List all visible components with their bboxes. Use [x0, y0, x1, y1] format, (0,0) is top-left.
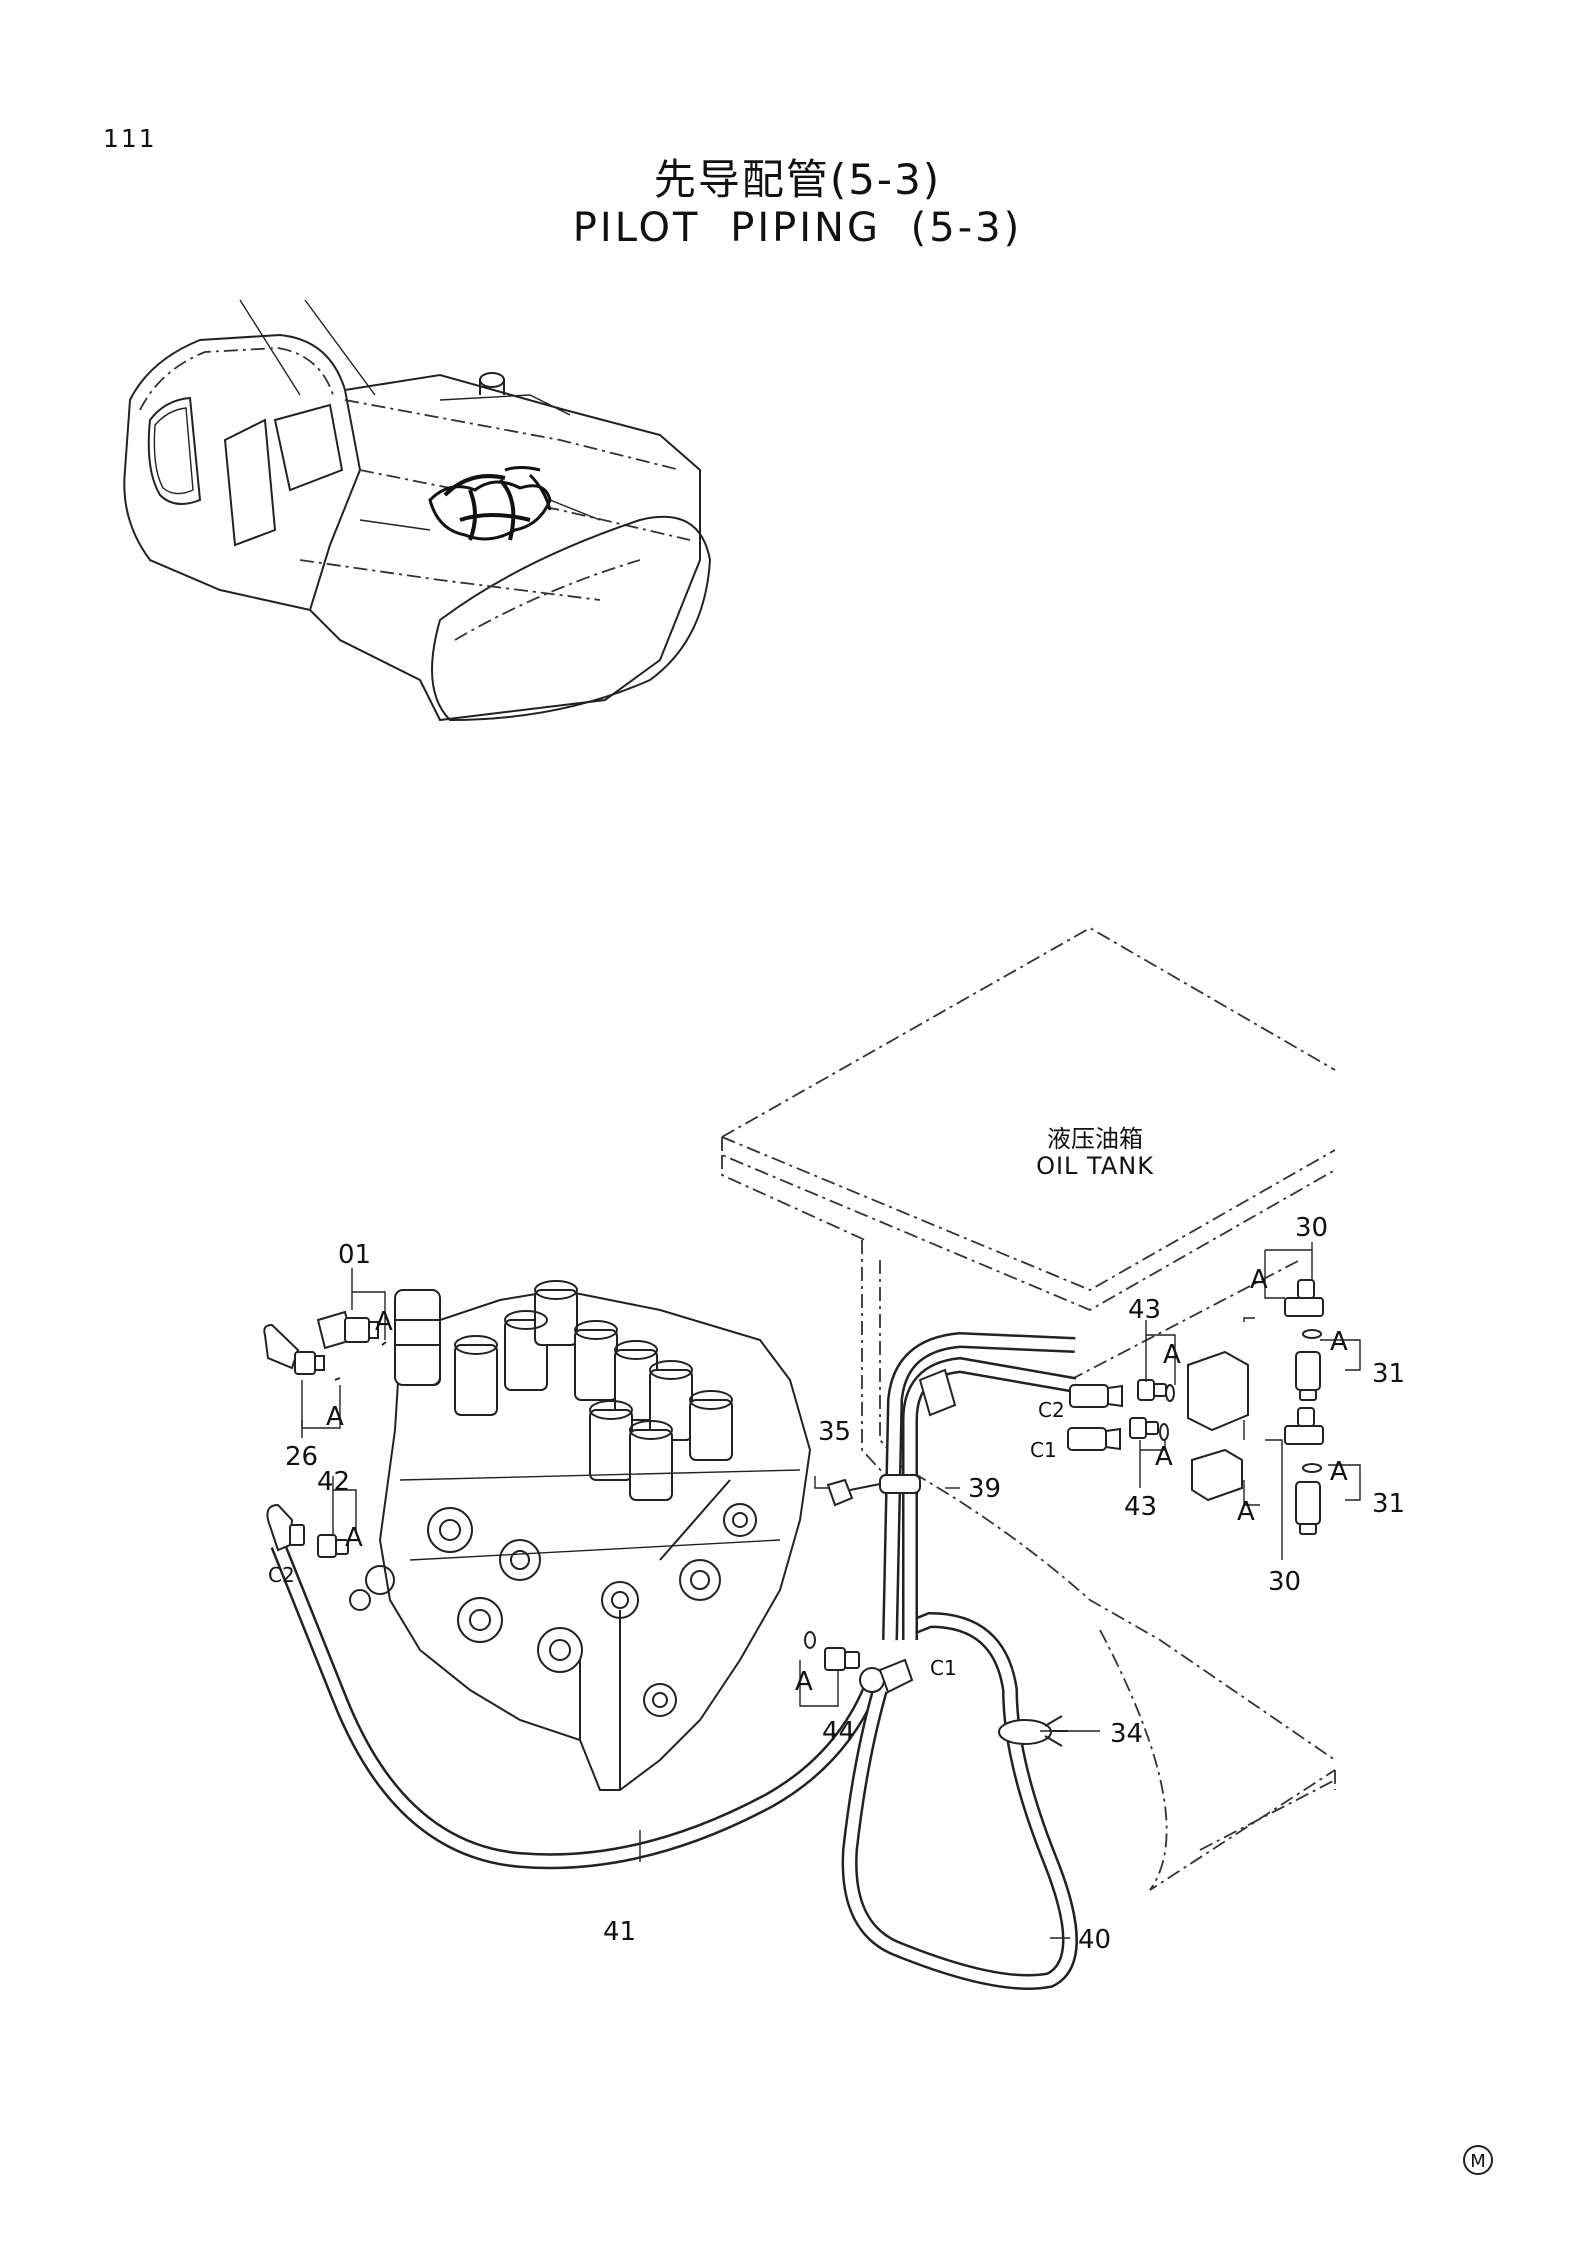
- o-ring-31-upper: [1302, 1329, 1322, 1339]
- callout-34: 34: [1110, 1719, 1143, 1749]
- callout-26: 26: [285, 1442, 318, 1472]
- excavator-overview-illustration: [123, 299, 712, 722]
- fitting-42: [317, 1534, 349, 1558]
- o-ring-43-lower: [1159, 1423, 1169, 1441]
- port-label-c2-right: C2: [1038, 1398, 1065, 1422]
- ref-mark-a-5: A: [1163, 1340, 1181, 1370]
- page-title-english: PILOT PIPING (5-3): [572, 205, 1023, 251]
- bolt-35: [826, 1478, 881, 1507]
- ref-mark-a-3: A: [345, 1523, 363, 1553]
- oil-tank-label-en: OIL TANK: [1036, 1152, 1154, 1180]
- callout-43-lower: 43: [1124, 1492, 1157, 1522]
- tank-valve-body: [1187, 1350, 1249, 1502]
- callout-35: 35: [818, 1417, 851, 1447]
- ref-mark-a-8: A: [1330, 1327, 1348, 1357]
- o-rings-left: [334, 1341, 387, 1381]
- tee-fitting-30-upper: [1284, 1279, 1324, 1317]
- clamp-39: [879, 1368, 957, 1494]
- callout-30-lower: 30: [1268, 1567, 1301, 1597]
- fitting-43-upper: [1137, 1379, 1167, 1401]
- callout-43-upper: 43: [1128, 1295, 1161, 1325]
- oil-tank-outline: [721, 926, 1336, 1891]
- page-title-chinese: 先导配管(5-3): [653, 155, 942, 204]
- ref-mark-a-7: A: [1250, 1265, 1268, 1295]
- callout-31-upper: 31: [1372, 1359, 1405, 1389]
- o-ring-31-lower: [1302, 1463, 1322, 1473]
- control-valve-block-illustration: [349, 1280, 812, 1791]
- port-label-c2-left: C2: [268, 1563, 295, 1587]
- port-label-c1-right: C1: [1030, 1438, 1057, 1462]
- page-number: 111: [103, 124, 157, 153]
- o-ring-43-upper: [1165, 1384, 1175, 1402]
- oil-tank-label-zh: 液压油箱: [1047, 1125, 1143, 1153]
- ref-mark-a-1: A: [375, 1307, 393, 1337]
- leader-lines: [301, 1242, 1361, 1939]
- footer-mark-letter: M: [1470, 2151, 1486, 2172]
- callout-41: 41: [603, 1917, 636, 1947]
- adapter-31-lower: [1295, 1481, 1321, 1535]
- ref-mark-a-6: A: [1155, 1442, 1173, 1472]
- adapter-31-upper: [1295, 1351, 1321, 1401]
- pressure-switch-26: [263, 1323, 325, 1375]
- fitting-43-lower: [1129, 1417, 1159, 1439]
- hose-end-c1-bottom: [859, 1658, 914, 1694]
- pressure-switch-01: [316, 1310, 379, 1350]
- hose-end-c2-right: [1069, 1384, 1123, 1408]
- footer-mark: M: [1463, 2145, 1493, 2175]
- port-label-c1-bottom: C1: [930, 1656, 957, 1680]
- tee-fitting-30-lower: [1284, 1407, 1324, 1445]
- callout-01: 01: [338, 1240, 371, 1270]
- hose-41: [270, 1542, 878, 1870]
- callout-44: 44: [822, 1717, 855, 1747]
- fitting-44: [804, 1631, 860, 1671]
- hose-end-c2-left: [266, 1503, 305, 1552]
- ref-mark-a-10: A: [1237, 1497, 1255, 1527]
- ref-mark-a-9: A: [1330, 1457, 1348, 1487]
- hose-end-c1-right: [1067, 1427, 1121, 1451]
- callout-40: 40: [1078, 1925, 1111, 1955]
- callout-39: 39: [968, 1474, 1001, 1504]
- callout-42: 42: [317, 1467, 350, 1497]
- hose-40: [841, 1611, 1078, 1990]
- callout-31-lower: 31: [1372, 1489, 1405, 1519]
- ref-mark-a-4: A: [795, 1667, 813, 1697]
- callout-30-upper: 30: [1295, 1213, 1328, 1243]
- ref-mark-a-2: A: [326, 1402, 344, 1432]
